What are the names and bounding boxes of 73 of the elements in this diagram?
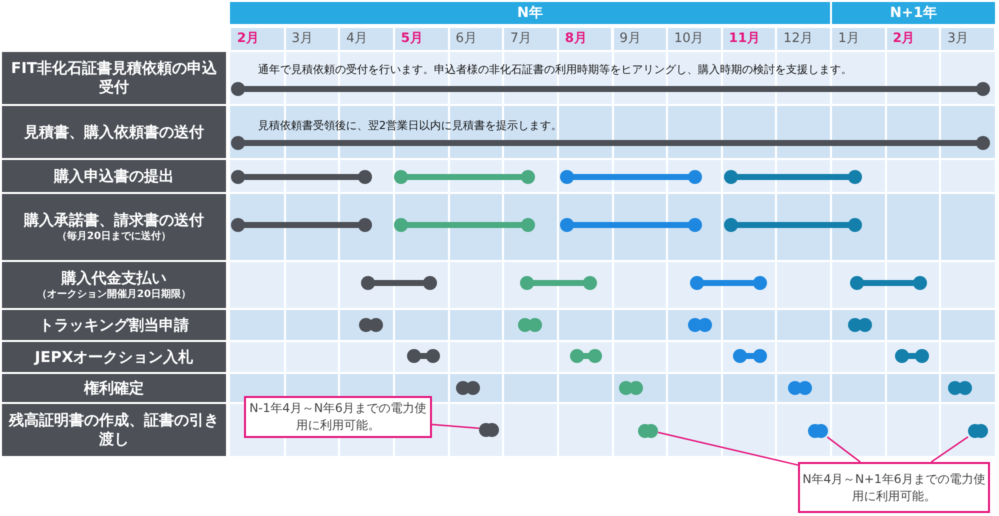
row-header-box [2,106,226,158]
timeline-bar [895,348,929,362]
timeline-bar [733,348,767,362]
month-label: 7月 [504,28,557,50]
row-title: 購入承諾書、請求書の送付 [22,211,205,230]
month-label: 1月 [832,28,885,50]
row-title: FIT非化石証書見積依頼の申込受付 [10,59,218,97]
callout-box: N-1年4月～N年6月までの電力使用に利用可能。 [244,396,432,438]
timeline-bar [688,317,712,331]
row-title: 権利確定 [82,378,145,398]
timeline-bar [361,275,437,289]
month-label: 8月 [558,28,612,50]
month-label: 2月 [231,28,284,50]
timeline-bar [560,217,702,231]
row-note: （オークション開催月20日期限） [37,288,191,301]
timeline-bar [520,275,597,289]
row-header-box [2,160,226,192]
timeline-bar [394,217,535,231]
month-label: 3月 [941,28,994,50]
timeline-bar [231,217,372,231]
timeline-bar [231,81,990,95]
timeline-bar [619,380,643,394]
marker-dots [638,423,658,437]
row-title: 購入申込書の提出 [52,166,175,186]
row-header-box [2,194,226,260]
timeline-bar [518,317,542,331]
month-label: 10月 [668,28,721,50]
note-text: 通年で見積依頼の受付を行います。申込者様の非化石証書の利用時期等をヒアリングし、購入時期の検討を支援します。 [258,62,852,77]
row-header-box [2,342,226,372]
timeline-bar [407,348,440,362]
row-note: （毎月20日までに送付） [57,230,171,243]
timeline-bar [560,169,702,183]
year-band: N年 [230,2,830,24]
leader-line [826,436,861,463]
timeline-bar [948,380,972,394]
month-label: 3月 [286,28,338,50]
timeline-bar [394,169,535,183]
marker-dots [479,422,499,436]
timeline-bar [724,217,862,231]
month-label: 4月 [340,28,393,50]
timeline-bar [570,348,602,362]
leader-line [432,424,480,429]
timeline-bar [231,135,990,149]
timeline-bar [788,380,812,394]
row-title: 購入代金支払い [60,269,168,288]
row-title: 見積書、購入依頼書の送付 [22,122,205,142]
leader-line [658,432,798,466]
month-label: 9月 [614,28,666,50]
callout-box: N年4月～N+1年6月までの電力使用に利用可能。 [798,462,990,513]
row-header-box [2,262,226,308]
timeline-bar [456,380,480,394]
row-header-box [2,404,226,456]
month-label: 11月 [722,28,776,50]
month-label: 12月 [777,28,830,50]
year-band: N+1年 [832,2,995,24]
month-label: 5月 [394,28,448,50]
row-header-box [2,374,226,402]
timeline-bar [231,169,372,183]
row-header-box [2,52,226,104]
note-text: 見積依頼書受領後に、翌2営業日以内に見積書を提示します。 [258,118,562,133]
marker-dots [808,423,828,437]
timeline-bar [848,317,872,331]
row-title: トラッキング割当申請 [38,316,190,334]
marker-dots [968,423,988,437]
month-label: 6月 [450,28,502,50]
timeline-bar [724,169,862,183]
row-title: 残高証明書の作成、証書の引き渡し [8,411,220,449]
timeline-bar [359,317,383,331]
row-header-box [2,310,226,340]
timeline-bar [850,275,927,289]
month-label: 2月 [886,28,940,50]
timeline-bar [690,275,767,289]
row-title: JEPXオークション入札 [32,348,194,366]
